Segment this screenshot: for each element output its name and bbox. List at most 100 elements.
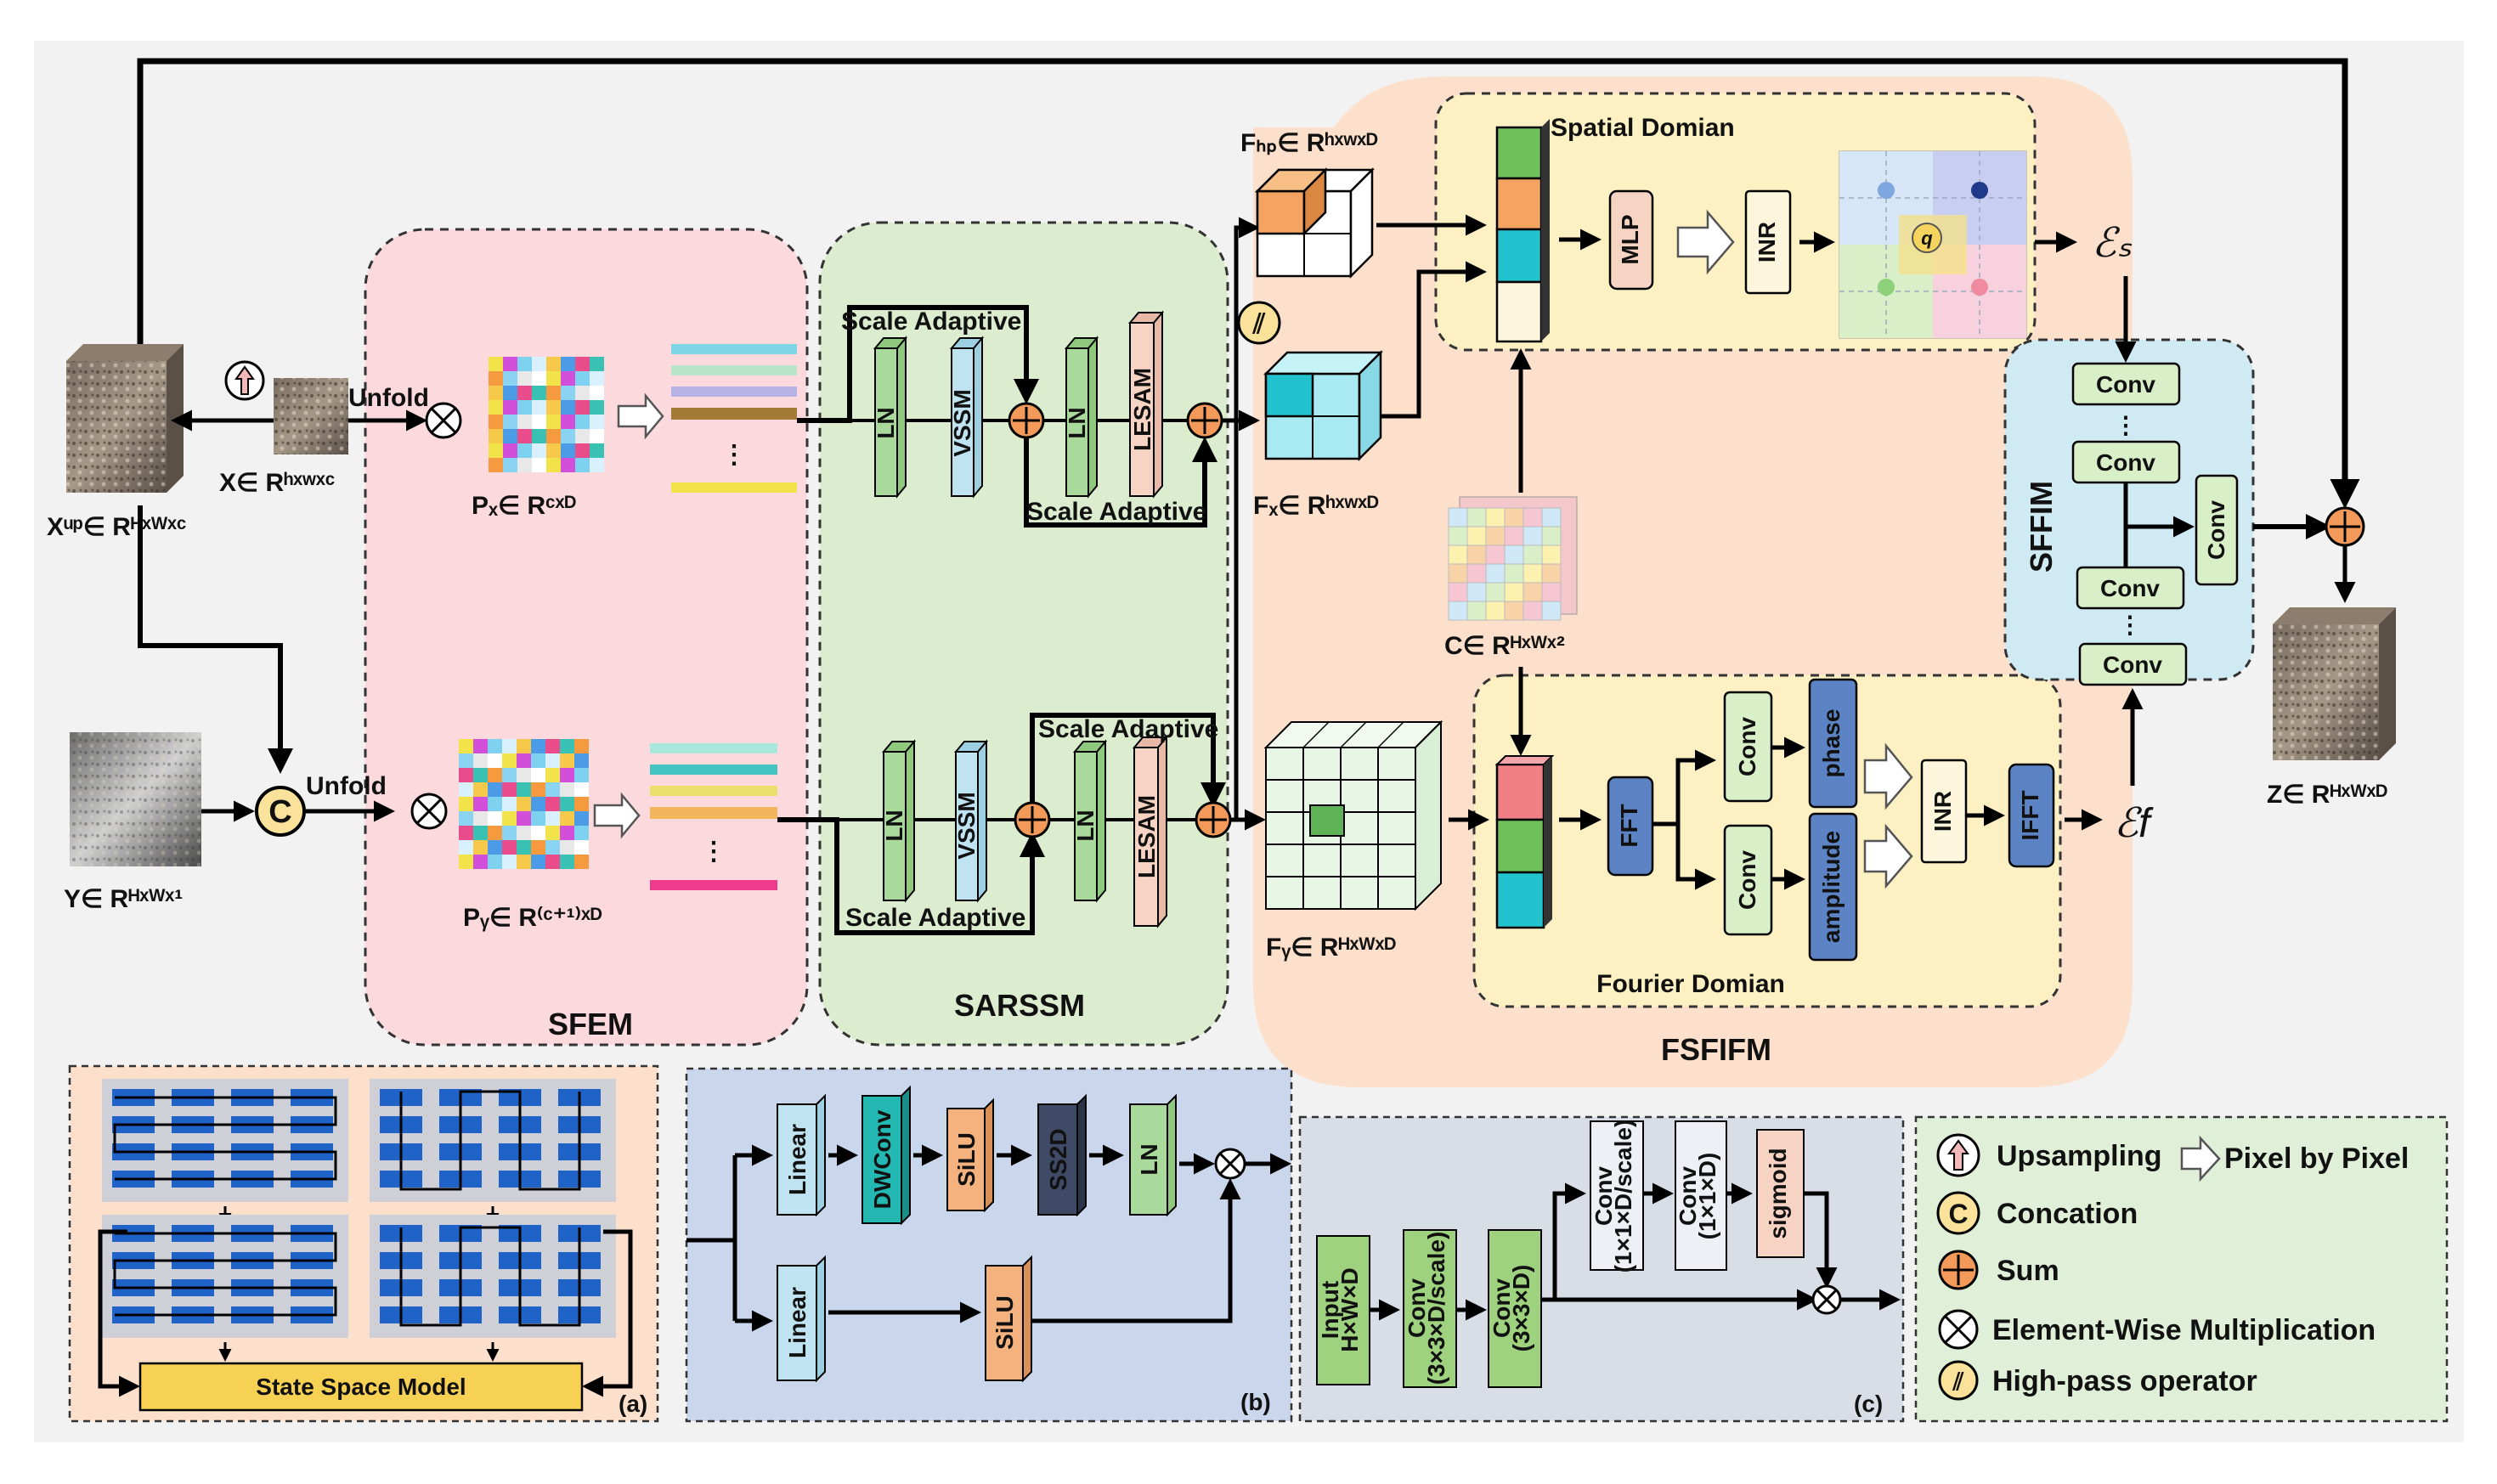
ln-block-top-2: LN — [1064, 336, 1099, 499]
scale-adaptive-top-label-1: Scale Adaptive — [841, 308, 1021, 336]
legend-upsampling: Upsampling — [1997, 1140, 2162, 1172]
sffim-conv1: Conv — [2071, 362, 2181, 406]
panel-a-right-arrow — [582, 1229, 633, 1397]
svg-text:Linear: Linear — [784, 1124, 811, 1195]
xup-to-concat-arrow — [138, 505, 293, 774]
panel-b-multiply — [1214, 1148, 1246, 1180]
svg-text:Conv: Conv — [2203, 500, 2229, 560]
legend-sum: Sum — [1997, 1255, 2059, 1287]
svg-text:LESAM: LESAM — [1133, 795, 1160, 878]
svg-text:⋮: ⋮ — [721, 441, 747, 469]
skip-connection-arrow — [137, 58, 2360, 509]
es-label: ℰₛ — [2092, 221, 2133, 266]
svg-text:⫽: ⫽ — [1952, 1368, 1964, 1395]
spatial-feature-stack — [1495, 119, 1550, 343]
highpass-symbol: ⫽ — [1237, 301, 1281, 345]
highpass-icon: ⫽ — [1938, 1360, 1979, 1401]
svg-text:⫽: ⫽ — [1252, 308, 1266, 339]
sffim-conv3: Conv — [2076, 566, 2185, 610]
fft-to-conv-b-arrow — [1675, 824, 1716, 890]
mlp-block: MLP — [1608, 189, 1654, 291]
fft-block: FFT — [1607, 776, 1654, 877]
pixel-arrow-bottom — [593, 792, 641, 839]
px-patch-mosaic — [489, 357, 604, 472]
fx-cube — [1263, 349, 1384, 462]
panel-c-tag: (c) — [1854, 1391, 1883, 1417]
svg-text:INR: INR — [1754, 222, 1780, 262]
legend-pixel-by-pixel: Pixel by Pixel — [2224, 1143, 2409, 1175]
panel-b-silu-2: SiLU — [985, 1255, 1032, 1383]
concat-symbol: C — [255, 786, 306, 837]
multiply-symbol-top — [425, 402, 462, 439]
fx-label: Fₓ∈ Rʰˣʷˣᴰ — [1253, 492, 1379, 520]
concation-icon: C — [1936, 1191, 1980, 1235]
scale-adaptive-top-label-2: Scale Adaptive — [1026, 498, 1206, 526]
panel-a-left-arrow — [98, 1229, 140, 1397]
panel-b-linear-2: Linear — [777, 1255, 826, 1383]
panel-b-tag: (b) — [1240, 1389, 1271, 1415]
z-label: Z∈ Rᴴˣᵂˣᴰ — [2267, 781, 2388, 809]
svg-text:MLP: MLP — [1617, 214, 1643, 264]
py-label: Pᵧ∈ R⁽ᶜ⁺¹⁾ˣᴰ — [463, 904, 602, 932]
svg-text:LN: LN — [1072, 810, 1099, 841]
svg-text:State Space Model: State Space Model — [256, 1374, 466, 1400]
panel-c-conv-4: Conv (1×1×D) — [1675, 1120, 1727, 1271]
py-patch-mosaic — [459, 739, 589, 869]
svg-text:VSSM: VSSM — [953, 792, 980, 859]
scale-adaptive-bottom-label-1: Scale Adaptive — [845, 904, 1025, 932]
svg-text:LN: LN — [881, 810, 907, 841]
scale-adaptive-bottom-path-2 — [1030, 713, 1226, 808]
vssm-block-top: VSSM — [949, 336, 985, 499]
panel-b-silu-1: SiLU — [946, 1097, 994, 1213]
svg-text:(1×1×D): (1×1×D) — [1694, 1153, 1720, 1240]
svg-text:Conv: Conv — [1590, 1166, 1617, 1226]
inr-block-bottom: INR — [1920, 759, 1968, 864]
fx-to-spatial-arrow — [1381, 261, 1487, 419]
scale-adaptive-bottom-label-2: Scale Adaptive — [1038, 715, 1218, 743]
y-image — [70, 732, 201, 866]
x-label: X∈ Rʰˣʷˣᶜ — [219, 469, 335, 497]
svg-text:FFT: FFT — [1616, 804, 1642, 847]
tokens-top: ⋮ — [671, 344, 797, 493]
pixel-arrow-amplitude — [1863, 823, 1913, 889]
fy-cube — [1263, 719, 1443, 911]
sffim-dots-1: ⋮ — [2114, 412, 2138, 438]
svg-text:LN: LN — [1136, 1143, 1162, 1175]
ssm-block: State Space Model — [138, 1362, 584, 1412]
svg-text:Conv: Conv — [2103, 652, 2162, 678]
svg-text:SS2D: SS2D — [1045, 1128, 1071, 1190]
svg-text:VSSM: VSSM — [949, 389, 975, 456]
query-grid: q — [1839, 150, 2027, 339]
sum-symbol-top-1 — [1008, 402, 1045, 439]
sffim-conv2: Conv — [2071, 440, 2181, 484]
svg-text:Conv: Conv — [1489, 1278, 1515, 1338]
panel-b-linear-1: Linear — [777, 1093, 826, 1217]
svg-text:INR: INR — [1929, 791, 1956, 832]
pixel-arrow-spatial — [1676, 209, 1735, 275]
svg-text:q: q — [1921, 228, 1933, 249]
sffim-dots-2: ⋮ — [2118, 612, 2142, 638]
multiplication-icon — [1938, 1309, 1979, 1350]
fy-label: Fᵧ∈ Rᴴˣᵂˣᴰ — [1266, 934, 1396, 962]
panel-c-conv-3: Conv (1×1×D/scale) — [1590, 1120, 1644, 1272]
svg-text:C: C — [1948, 1199, 1968, 1229]
upsample-symbol — [224, 360, 265, 401]
panel-c-multiply — [1811, 1284, 1842, 1315]
unfold-bottom-label: Unfold — [306, 772, 387, 800]
sum-symbol-bottom-2 — [1195, 801, 1232, 838]
sffim-label: SFFIM — [2024, 481, 2059, 573]
legend-elementwise: Element-Wise Multiplication — [1992, 1314, 2376, 1346]
panel-b-ln: LN — [1129, 1093, 1177, 1217]
ef-label: ℰf — [2114, 801, 2154, 846]
tokens-bottom: ⋮ — [650, 743, 777, 890]
y-label: Y∈ Rᴴˣᵂˣ¹ — [64, 885, 183, 913]
panel-c-conv-1: Conv (3×3×D/scale) — [1403, 1229, 1457, 1388]
sarssm-panel — [818, 221, 1229, 1047]
conv-a-block: Conv — [1723, 691, 1773, 803]
svg-text:Conv: Conv — [2096, 449, 2155, 476]
sarssm-label: SARSSM — [954, 988, 1085, 1023]
pixel-arrow-top — [617, 392, 664, 440]
svg-text:SiLU: SiLU — [953, 1132, 980, 1187]
